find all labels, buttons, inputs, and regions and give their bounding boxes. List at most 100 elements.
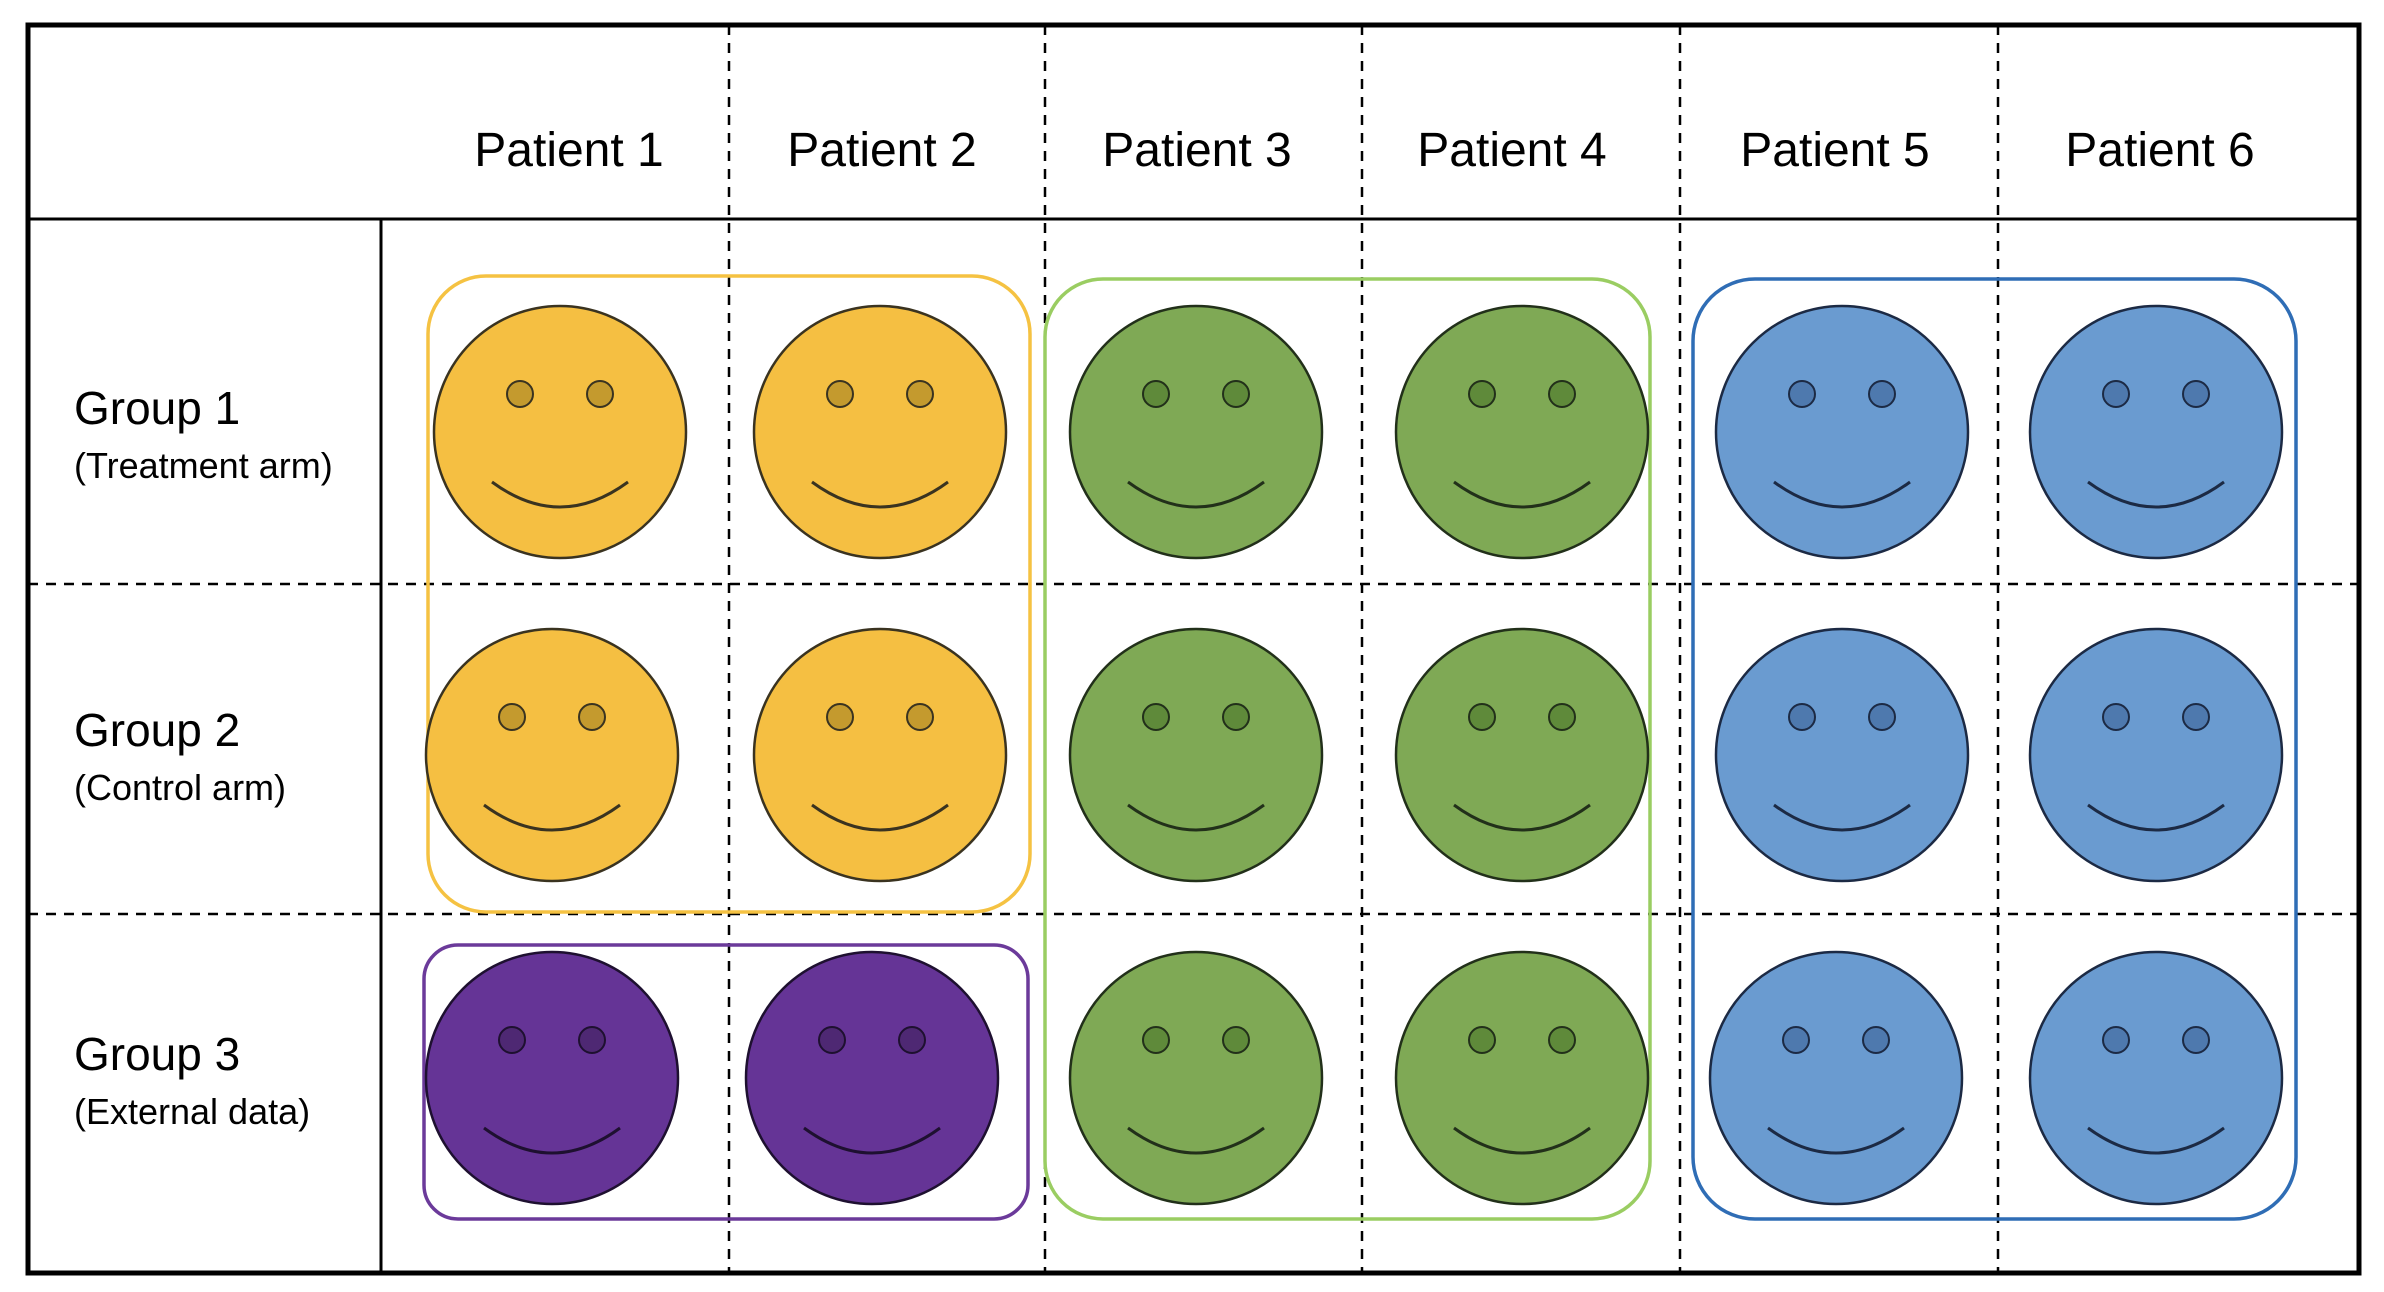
face-circle <box>424 627 680 883</box>
right-eye <box>2182 380 2210 408</box>
smiley-face-icon <box>1714 304 1970 560</box>
face-circle <box>1714 627 1970 883</box>
patient-3-header: Patient 3 <box>1102 124 1291 177</box>
left-eye <box>1788 703 1816 731</box>
left-eye <box>1142 380 1170 408</box>
face-circle <box>2028 627 2284 883</box>
right-eye <box>2182 703 2210 731</box>
smile-mouth <box>1767 1126 1905 1155</box>
smiley-face-icon <box>424 627 680 883</box>
smile-mouth <box>491 480 629 509</box>
green-cluster-box <box>1043 277 1652 1221</box>
smile-mouth <box>2087 480 2225 509</box>
right-eye <box>2182 1026 2210 1054</box>
smile-mouth <box>1773 480 1911 509</box>
patient-2-header: Patient 2 <box>787 124 976 177</box>
smile-mouth <box>2087 803 2225 832</box>
group-2-subtitle: (Control arm) <box>74 767 286 808</box>
right-eye <box>906 380 934 408</box>
group-1-subtitle: (Treatment arm) <box>74 445 333 486</box>
yellow-cluster-box <box>426 274 1032 914</box>
right-eye <box>578 703 606 731</box>
face-circle <box>752 304 1008 560</box>
left-eye <box>1142 703 1170 731</box>
right-eye <box>1548 1026 1576 1054</box>
smiley-face-icon <box>1394 304 1650 560</box>
smile-mouth <box>1453 480 1591 509</box>
face-circle <box>424 950 680 1206</box>
smile-mouth <box>483 1126 621 1155</box>
left-eye <box>1468 703 1496 731</box>
right-eye <box>586 380 614 408</box>
left-eye <box>1782 1026 1810 1054</box>
face-circle <box>1068 627 1324 883</box>
smile-mouth <box>803 1126 941 1155</box>
smiley-face-icon <box>1394 950 1650 1206</box>
outer-border <box>25 22 2362 1276</box>
smile-mouth <box>1127 803 1265 832</box>
right-eye <box>906 703 934 731</box>
right-eye <box>1868 703 1896 731</box>
patient-header-row: Patient 1 Patient 2 Patient 3 Patient 4 … <box>474 124 2254 177</box>
smiley-face-icon <box>1714 627 1970 883</box>
smile-mouth <box>1453 1126 1591 1155</box>
face-circle <box>1394 950 1650 1206</box>
group-label-column: Group 1 (Treatment arm) Group 2 (Control… <box>74 382 333 1132</box>
face-circle <box>1708 950 1964 1206</box>
face-circle <box>432 304 688 560</box>
left-eye <box>1468 380 1496 408</box>
smiley-face-icon <box>2028 304 2284 560</box>
left-eye <box>498 1026 526 1054</box>
left-eye <box>826 703 854 731</box>
smiley-faces <box>424 304 2284 1206</box>
smile-mouth <box>483 803 621 832</box>
right-eye <box>578 1026 606 1054</box>
table-grid <box>25 22 2362 1276</box>
left-eye <box>1142 1026 1170 1054</box>
smiley-face-icon <box>1068 627 1324 883</box>
left-eye <box>818 1026 846 1054</box>
left-eye <box>2102 380 2130 408</box>
patient-4-header: Patient 4 <box>1417 124 1606 177</box>
patient-6-header: Patient 6 <box>2065 124 2254 177</box>
right-eye <box>1862 1026 1890 1054</box>
left-eye <box>826 380 854 408</box>
group-2-title: Group 2 <box>74 704 240 756</box>
smiley-face-icon <box>1394 627 1650 883</box>
right-eye <box>1222 380 1250 408</box>
patient-5-header: Patient 5 <box>1740 124 1929 177</box>
smiley-face-icon <box>2028 950 2284 1206</box>
left-eye <box>506 380 534 408</box>
smiley-face-icon <box>744 950 1000 1206</box>
smile-mouth <box>811 803 949 832</box>
right-eye <box>1868 380 1896 408</box>
face-circle <box>1394 627 1650 883</box>
group-3-title: Group 3 <box>74 1028 240 1080</box>
smiley-face-icon <box>1068 950 1324 1206</box>
face-circle <box>1068 950 1324 1206</box>
smiley-face-icon <box>752 627 1008 883</box>
left-eye <box>2102 703 2130 731</box>
group-1-title: Group 1 <box>74 382 240 434</box>
smiley-face-icon <box>2028 627 2284 883</box>
face-circle <box>1394 304 1650 560</box>
left-eye <box>1468 1026 1496 1054</box>
face-circle <box>2028 304 2284 560</box>
face-circle <box>1068 304 1324 560</box>
face-circle <box>752 627 1008 883</box>
left-eye <box>1788 380 1816 408</box>
right-eye <box>1222 703 1250 731</box>
right-eye <box>1548 703 1576 731</box>
smiley-face-icon <box>424 950 680 1206</box>
smile-mouth <box>1127 1126 1265 1155</box>
cluster-boxes <box>422 274 2298 1221</box>
smile-mouth <box>811 480 949 509</box>
smile-mouth <box>2087 1126 2225 1155</box>
smiley-face-icon <box>1068 304 1324 560</box>
smile-mouth <box>1773 803 1911 832</box>
left-eye <box>498 703 526 731</box>
left-eye <box>2102 1026 2130 1054</box>
group-3-subtitle: (External data) <box>74 1091 310 1132</box>
patient-1-header: Patient 1 <box>474 124 663 177</box>
